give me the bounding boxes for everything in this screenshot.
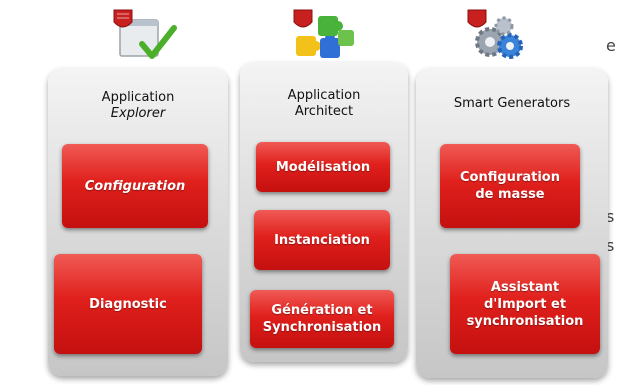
- gears-shield-icon: [462, 6, 534, 68]
- column-title-line: Architect: [294, 104, 354, 119]
- edge-text-fragment: s: [606, 236, 615, 255]
- tile-label: Synchronisation: [262, 320, 382, 335]
- tile-modelisation[interactable]: Modélisation: [256, 142, 390, 192]
- tile-configuration[interactable]: Configuration: [62, 144, 208, 228]
- column-application-architect: Application Architect Modélisation Insta…: [240, 62, 408, 362]
- tile-label: Modélisation: [275, 159, 371, 175]
- tile-label: Configuration: [84, 178, 186, 194]
- column-title-line: Explorer: [110, 106, 166, 121]
- tile-label: Diagnostic: [89, 296, 167, 312]
- tile-assistant-import-synchronisation[interactable]: Assistant d'Import et synchronisation: [450, 254, 600, 354]
- column-smart-generators: Smart Generators Configuration de masse …: [416, 68, 608, 378]
- column-title-line: Smart Generators: [453, 96, 571, 111]
- tile-label: Instanciation: [274, 232, 370, 248]
- tile-configuration-de-masse[interactable]: Configuration de masse: [440, 144, 580, 228]
- column-title: Smart Generators: [416, 96, 608, 112]
- tile-label: Configuration: [460, 170, 560, 185]
- tile-label: d'Import et: [483, 296, 567, 312]
- window-checkmark-shield-icon: [108, 6, 180, 68]
- puzzle-pieces-shield-icon: [288, 6, 360, 68]
- column-title-line: Application: [287, 88, 361, 103]
- column-application-explorer: Application Explorer Configuration Diagn…: [48, 68, 228, 376]
- tile-generation-synchronisation[interactable]: Génération et Synchronisation: [250, 290, 394, 348]
- edge-text-fragment: e: [606, 36, 616, 55]
- tile-label: Assistant: [490, 279, 560, 295]
- tile-label: Génération et: [271, 303, 373, 318]
- tile-label: de masse: [475, 187, 545, 202]
- column-title-line: Application: [101, 90, 175, 105]
- edge-text-fragment: s: [606, 207, 615, 226]
- column-title: Application Explorer: [48, 90, 228, 122]
- tile-instanciation[interactable]: Instanciation: [254, 210, 390, 270]
- tile-label: synchronisation: [466, 313, 584, 329]
- tile-diagnostic[interactable]: Diagnostic: [54, 254, 202, 354]
- column-title: Application Architect: [240, 88, 408, 120]
